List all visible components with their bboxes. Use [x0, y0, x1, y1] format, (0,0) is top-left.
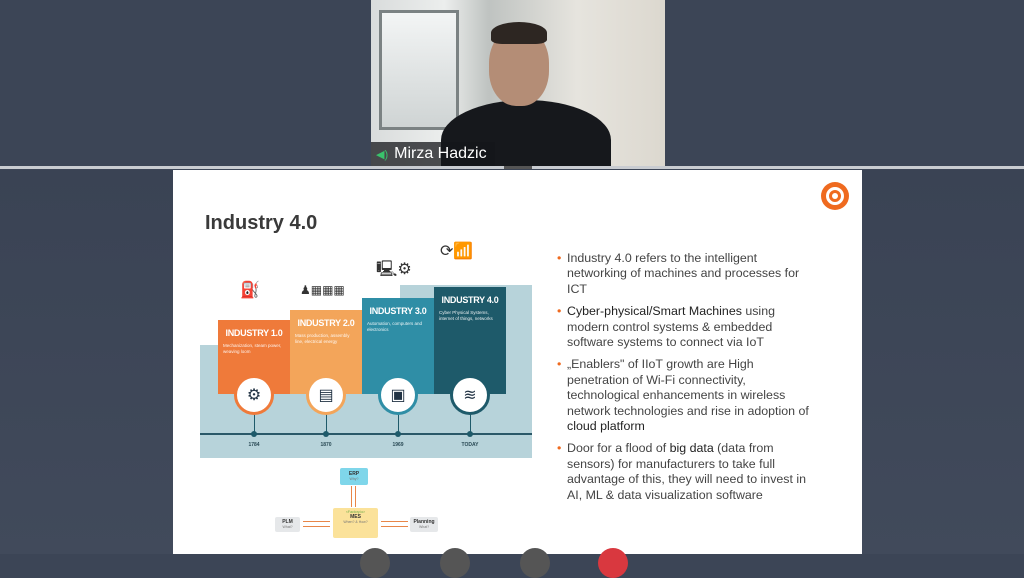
planning-sub: What? — [418, 525, 430, 529]
arrow — [303, 526, 330, 527]
stage-label: INDUSTRY 3.0 — [369, 306, 427, 316]
erp-sub: Why? — [349, 477, 359, 481]
stage-date: 1870 — [320, 442, 332, 448]
resize-handle[interactable] — [504, 166, 532, 169]
arrow — [351, 486, 352, 507]
timeline-stem — [326, 413, 327, 433]
wifi-icon: ≋ — [450, 375, 490, 415]
planning-label: Planning — [413, 519, 435, 525]
mes-brand: <Factory.io> — [345, 510, 366, 514]
timeline-dot — [467, 431, 473, 437]
bullet-item: Door for a flood of big data (data from … — [557, 441, 817, 503]
timeline-stem — [470, 413, 471, 433]
timeline-stem — [254, 413, 255, 433]
plm-label: PLM — [282, 519, 293, 525]
share-button[interactable] — [520, 548, 550, 578]
stage-date: TODAY — [461, 442, 479, 448]
robot-arm-icon: 🖳⚙ — [376, 261, 412, 278]
mes-sub: When? & How? — [343, 520, 368, 524]
stage-date: 1784 — [248, 442, 260, 448]
arrow — [355, 486, 356, 507]
stage-desc: Automation, computers and electronics — [367, 321, 423, 332]
arrow — [303, 521, 330, 522]
slide-title: Industry 4.0 — [205, 212, 318, 234]
hangup-button[interactable] — [598, 548, 628, 578]
timeline-dot — [323, 431, 329, 437]
logo-icon — [821, 182, 849, 210]
stage-label: INDUSTRY 2.0 — [297, 318, 355, 328]
timeline-stem — [398, 413, 399, 433]
timeline — [200, 433, 532, 435]
stage-label: INDUSTRY 1.0 — [225, 328, 283, 338]
stage-date: 1969 — [392, 442, 404, 448]
arrow — [381, 526, 408, 527]
mes-label: MES — [350, 514, 361, 520]
oil-pump-icon: ⛽ — [240, 282, 260, 299]
speaker-icon: ◀) — [376, 148, 389, 161]
timeline-dot — [395, 431, 401, 437]
chip-icon: ▣ — [378, 375, 418, 415]
arrow — [381, 521, 408, 522]
stage-desc: Mass production, assembly line, electric… — [295, 333, 350, 344]
iot-cycle-icon: ⟳📶 — [440, 243, 474, 260]
mute-button[interactable] — [360, 548, 390, 578]
stage-label: INDUSTRY 4.0 — [441, 295, 499, 305]
plm-sub: What? — [282, 525, 293, 529]
bullet-list: Industry 4.0 refers to the intelligent n… — [557, 251, 817, 510]
participant-name-label: ◀) Mirza Hadzic — [371, 142, 495, 166]
timeline-dot — [251, 431, 257, 437]
assembly-worker-icon: ♟▦▦▦ — [300, 283, 345, 297]
bullet-item: Industry 4.0 refers to the intelligent n… — [557, 251, 817, 297]
video-button[interactable] — [440, 548, 470, 578]
person-hair — [491, 22, 547, 44]
stage-desc: Cyber Physical Systems, internet of thin… — [439, 310, 493, 321]
participant-name: Mirza Hadzic — [394, 145, 487, 162]
gears-icon: ⚙ — [234, 375, 274, 415]
conveyor-icon: ▤ — [306, 375, 346, 415]
erp-label: ERP — [348, 471, 360, 477]
stage-desc: Mechanization, steam power, weaving loom — [223, 343, 282, 354]
bullet-item: „Enablers" of IIoT growth are High penet… — [557, 357, 817, 434]
bullet-item: Cyber-physical/Smart Machines using mode… — [557, 304, 817, 350]
window — [379, 10, 459, 130]
